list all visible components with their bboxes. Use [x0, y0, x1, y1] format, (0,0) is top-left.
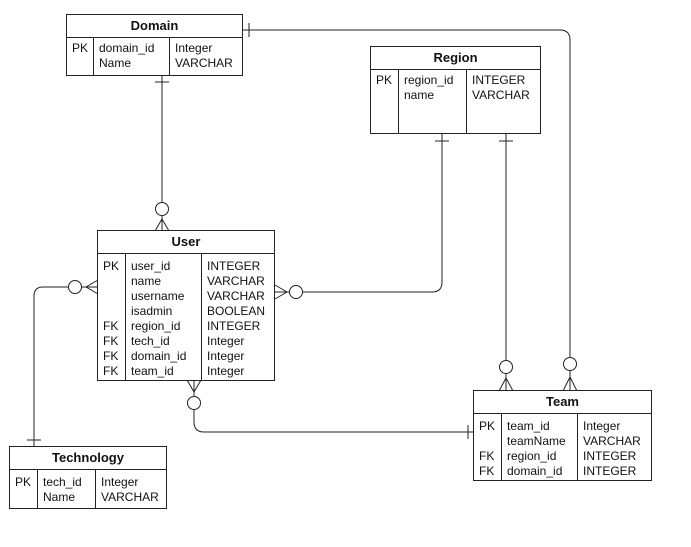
field-type: INTEGER — [472, 73, 526, 87]
field-name: tech_id — [43, 475, 82, 489]
field-type: VARCHAR — [583, 434, 641, 448]
field-type: VARCHAR — [207, 289, 265, 303]
field-name: domain_id — [131, 349, 187, 363]
key-cell — [103, 289, 125, 304]
field-name: name — [131, 274, 162, 288]
field-type: Integer — [207, 364, 245, 378]
key-cell: FK — [103, 334, 119, 348]
entity-team[interactable]: Team PK FK FK team_id teamName region_id… — [473, 390, 652, 481]
relation-technology-user — [27, 279, 99, 447]
field-type: INTEGER — [207, 319, 261, 333]
field-type: INTEGER — [583, 464, 637, 478]
field-name: domain_id — [507, 464, 563, 478]
entity-region[interactable]: Region PK region_id name INTEGER VARCHAR — [370, 46, 541, 134]
field-type: Integer — [583, 419, 621, 433]
field-name: team_id — [507, 419, 550, 433]
field-name: tech_id — [131, 334, 170, 348]
key-cell: PK — [15, 475, 32, 489]
field-type: Integer — [207, 349, 245, 363]
field-name: domain_id — [99, 41, 155, 55]
key-cell — [72, 56, 93, 71]
entity-user[interactable]: User PK FK FK FK FK user_id name usernam… — [97, 230, 275, 381]
entity-title: Team — [474, 391, 651, 414]
field-type: INTEGER — [207, 259, 261, 273]
key-cell — [103, 274, 125, 289]
field-name: teamName — [507, 434, 566, 448]
key-cell: FK — [479, 449, 495, 463]
relation-domain-user — [154, 76, 170, 232]
key-cell: FK — [103, 349, 119, 363]
field-type: VARCHAR — [207, 274, 265, 288]
key-cell: PK — [479, 419, 496, 433]
key-cell: FK — [103, 319, 119, 333]
key-cell: FK — [479, 464, 495, 478]
field-name: team_id — [131, 364, 174, 378]
field-name: Name — [99, 56, 132, 70]
entity-title: Region — [371, 47, 540, 70]
key-cell — [376, 88, 398, 103]
field-type: INTEGER — [583, 449, 637, 463]
entity-technology[interactable]: Technology PK tech_id Name Integer VARCH… — [9, 446, 167, 509]
field-type: VARCHAR — [101, 490, 159, 504]
field-name: Name — [43, 490, 76, 504]
key-cell: PK — [72, 41, 89, 55]
entity-title: Technology — [10, 447, 166, 470]
field-name: name — [404, 88, 435, 102]
key-cell — [15, 490, 37, 505]
field-type: Integer — [175, 41, 213, 55]
field-type: VARCHAR — [175, 56, 233, 70]
field-name: username — [131, 289, 185, 303]
field-name: region_id — [131, 319, 181, 333]
field-name: user_id — [131, 259, 171, 273]
field-type: Integer — [101, 475, 139, 489]
field-type: VARCHAR — [472, 88, 530, 102]
key-cell — [479, 434, 501, 449]
field-name: region_id — [404, 73, 454, 87]
field-name: region_id — [507, 449, 557, 463]
key-cell — [103, 304, 125, 319]
entity-domain[interactable]: Domain PK domain_id Name Integer VARCHAR — [66, 14, 243, 76]
relation-region-user — [274, 134, 449, 300]
field-type: Integer — [207, 334, 245, 348]
key-cell: PK — [103, 259, 120, 273]
field-name: isadmin — [131, 304, 173, 318]
entity-title: Domain — [67, 15, 242, 38]
entity-title: User — [98, 231, 274, 254]
relation-team-user — [186, 379, 474, 439]
relation-region-team — [498, 134, 514, 392]
relation-domain-team — [243, 23, 578, 392]
key-cell: PK — [376, 73, 393, 87]
key-cell: FK — [103, 364, 119, 378]
field-type: BOOLEAN — [207, 304, 266, 318]
